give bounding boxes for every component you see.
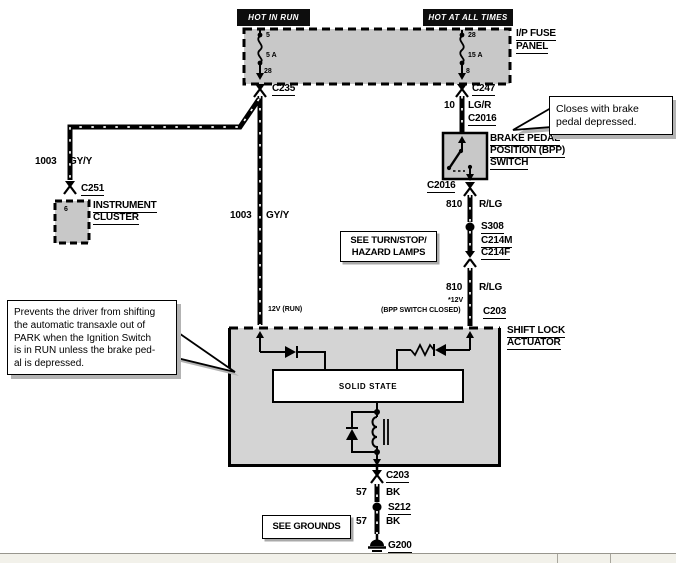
see-grounds-note: SEE GROUNDS <box>262 515 351 539</box>
connector-label-c247: C247 <box>472 83 496 96</box>
coil-icon <box>371 416 378 452</box>
splice-label-s308: S308 <box>481 221 504 234</box>
resistor-icon <box>410 342 435 358</box>
connector-label-c235: C235 <box>272 83 296 96</box>
connector-label-c2016-top: C2016 <box>468 113 497 126</box>
instrument-cluster-box <box>53 199 91 245</box>
bpp-switch-box <box>441 131 489 181</box>
fuse-rating: 5 A <box>266 52 277 59</box>
fuse-pin: 5 <box>266 32 270 39</box>
connector-label-c203-bottom: C203 <box>386 470 410 483</box>
instrument-cluster-label-line2: CLUSTER <box>93 212 139 225</box>
bpp-label-line2: POSITION (BPP) <box>490 145 565 158</box>
bpp-label-line3: SWITCH <box>490 157 529 170</box>
solid-state-label: SOLID STATE <box>338 381 398 391</box>
wire-810-upper <box>465 195 475 251</box>
ground-label-g200: G200 <box>388 540 412 553</box>
wire-circuit-label: 57 <box>356 487 367 498</box>
run-voltage-note: 12V (RUN) <box>268 306 303 313</box>
actuator-label-line1: SHIFT LOCK <box>507 325 565 338</box>
connector-c251-icon <box>63 181 77 195</box>
bpp-label-line1: BRAKE PEDAL <box>490 133 561 146</box>
bpp-closed-note: (BPP SWITCH CLOSED) <box>381 307 461 314</box>
diode-icon <box>285 346 296 358</box>
scrollbar-divider <box>610 554 611 563</box>
diode-icon <box>435 344 446 356</box>
connector-c2016-icon <box>463 182 477 197</box>
bpp-switch-icon <box>446 136 474 181</box>
cluster-pin: 6 <box>64 206 68 213</box>
connector-c247-icon <box>455 84 469 98</box>
splice-label-s212: S212 <box>388 502 411 515</box>
wire-circuit-label: 810 <box>446 199 463 210</box>
connector-label-c203-top: C203 <box>483 306 507 319</box>
connector-label-c214f: C214F <box>481 247 511 260</box>
actuator-label-line2: ACTUATOR <box>507 337 561 350</box>
see-grounds-label: SEE GROUNDS <box>272 521 341 533</box>
wire-1003-branch <box>67 97 262 180</box>
hot-at-all-times-label: HOT AT ALL TIMES <box>423 9 513 26</box>
fuse-rating: 15 A <box>468 52 483 59</box>
voltage-note: *12V <box>448 297 464 304</box>
solid-state-box <box>272 369 464 403</box>
instrument-cluster-label-line1: INSTRUMENT <box>93 200 157 213</box>
wire-color-label: GY/Y <box>266 210 290 221</box>
fuse-panel-label-line1: I/P FUSE <box>516 28 556 41</box>
wire-color-label: BK <box>386 487 401 498</box>
hot-in-run-label: HOT IN RUN <box>237 9 310 26</box>
wire-color-label: BK <box>386 516 401 527</box>
wire-color-label: R/LG <box>479 282 503 293</box>
ground-g200-icon <box>368 534 386 552</box>
wire-circuit-label: 10 <box>444 100 455 111</box>
diode-icon <box>346 429 358 440</box>
wire-color-label: R/LG <box>479 199 503 210</box>
connector-label-c2016-bottom: C2016 <box>427 180 456 193</box>
see-turn-stop-line1: SEE TURN/STOP/ <box>350 234 427 246</box>
callout-tail-right <box>512 106 555 134</box>
fuse-15a-icon <box>458 30 466 80</box>
wire-circuit-label: 1003 <box>230 210 252 221</box>
connector-c203-icon <box>370 466 384 484</box>
connector-c214-icon <box>463 251 477 268</box>
callout-shiftlock-note: Prevents the driver from shifting the au… <box>7 300 177 375</box>
fuse-panel-label-line2: PANEL <box>516 41 549 54</box>
splice-s308-icon <box>465 222 475 232</box>
actuator-internal-circuit <box>256 331 474 466</box>
see-turn-stop-note: SEE TURN/STOP/ HAZARD LAMPS <box>340 231 437 262</box>
splice-s212-icon <box>372 502 382 512</box>
connector-label-c214m: C214M <box>481 235 513 248</box>
connector-label-c251: C251 <box>81 183 105 196</box>
fuse-5a-icon <box>256 30 264 80</box>
wire-57-bk <box>372 484 382 534</box>
fuse-pin: 28 <box>264 68 272 75</box>
wire-color-label: LG/R <box>468 100 492 111</box>
fuse-panel-box <box>242 27 512 86</box>
wire-circuit-label: 810 <box>446 282 463 293</box>
scrollbar-divider <box>557 554 558 563</box>
fuse-pin: 28 <box>468 32 476 39</box>
wire-circuit-label: 57 <box>356 516 367 527</box>
callout-brake-note: Closes with brake pedal depressed. <box>549 96 673 135</box>
bottom-scrollbar[interactable] <box>0 553 676 563</box>
see-turn-stop-line2: HAZARD LAMPS <box>351 246 426 258</box>
wire-circuit-label: 1003 <box>35 156 57 167</box>
connector-c235-icon <box>253 84 267 98</box>
wire-color-label: GY/Y <box>69 156 93 167</box>
fuse-pin: 8 <box>466 68 470 75</box>
